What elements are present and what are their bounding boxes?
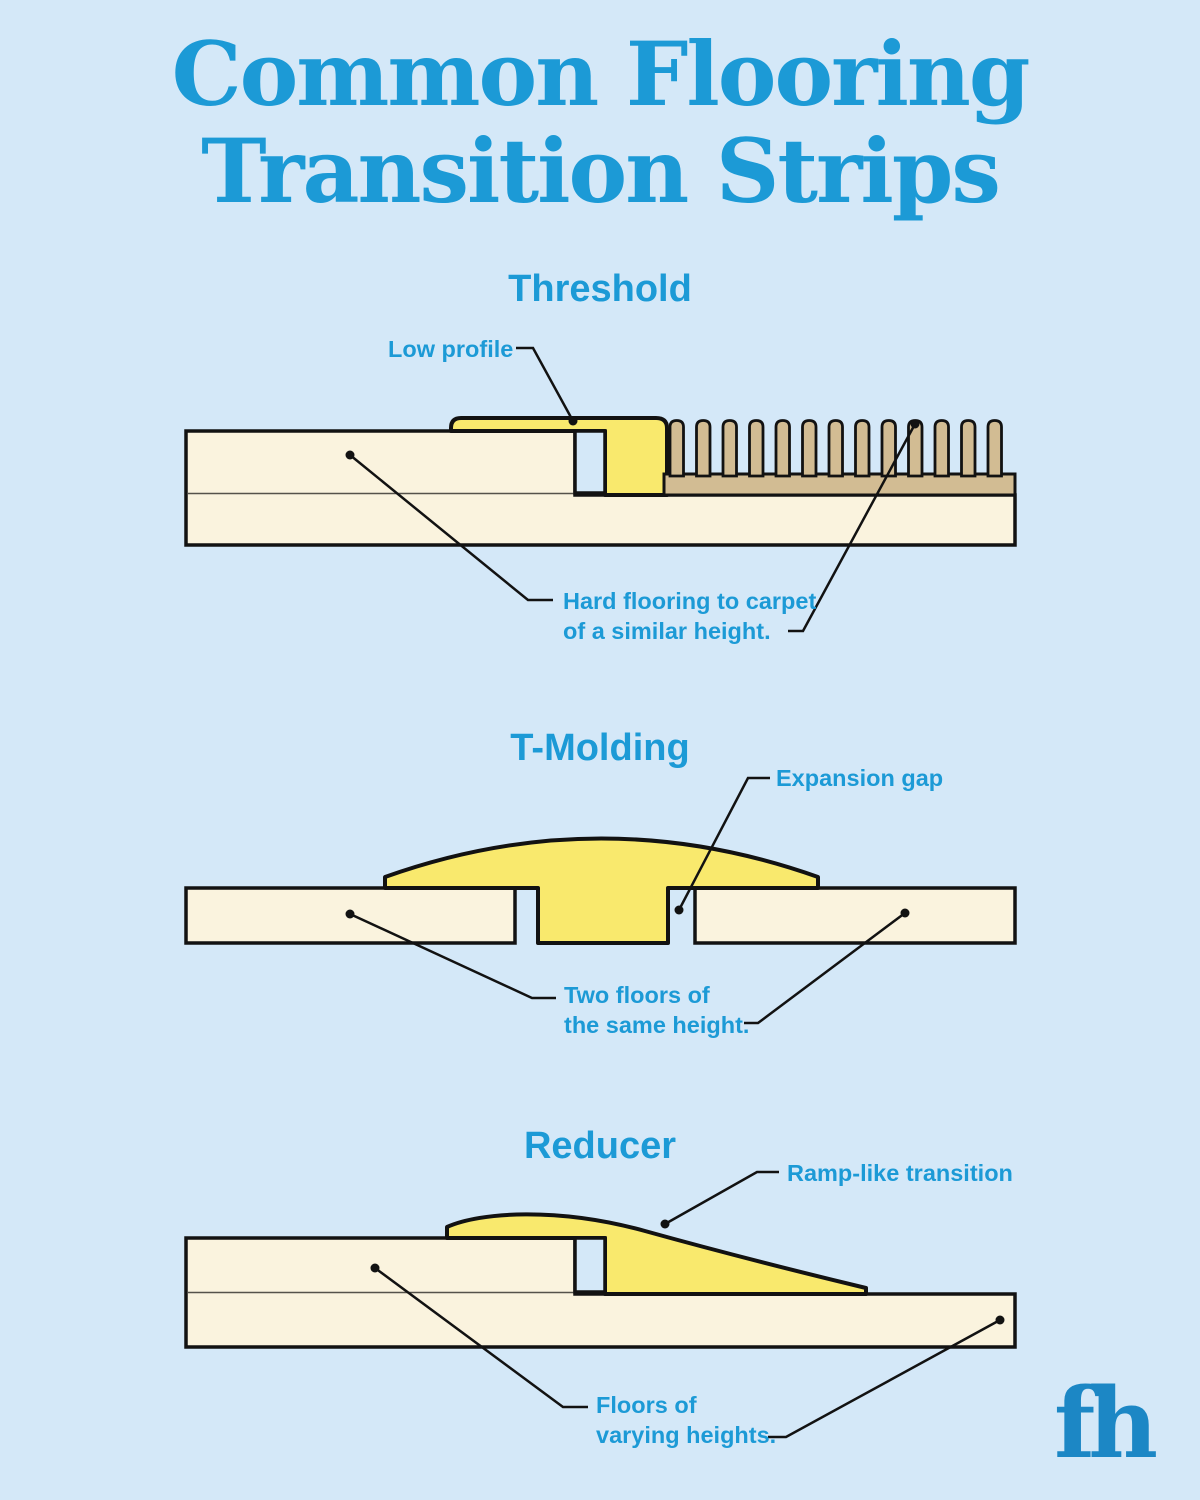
- fh-brand-logo: fh: [1054, 1367, 1158, 1480]
- callout-two-floors: Two floors of the same height.: [564, 980, 749, 1040]
- leader-low-profile: [516, 346, 578, 426]
- carpet-tuft: [960, 419, 977, 478]
- t-molding-diagram: [184, 836, 1017, 945]
- threshold-expansion-gap: [573, 429, 607, 495]
- page-title-line2: Transition Strips: [201, 119, 1001, 223]
- callout-hard-flooring-line1: Hard flooring to carpet: [563, 588, 817, 614]
- leader-hard-flooring-left: [345, 450, 553, 602]
- carpet-tuft: [748, 419, 765, 478]
- section-title-reducer: Reducer: [523, 1125, 677, 1167]
- carpet-tuft: [933, 419, 950, 478]
- callout-two-floors-line1: Two floors of: [564, 982, 710, 1008]
- callout-low-profile: Low profile: [388, 336, 514, 362]
- leader-lines: [345, 346, 1005, 1439]
- leader-floors-right: [768, 1315, 1005, 1439]
- carpet-tuft: [774, 419, 791, 478]
- page-title-line1: Common Flooring: [171, 22, 1031, 126]
- carpet-tuft: [827, 419, 844, 478]
- carpet-tuft: [986, 419, 1003, 478]
- tmolding-right-floor: [693, 886, 1017, 945]
- carpet-tuft: [880, 419, 897, 478]
- carpet-tuft: [695, 419, 712, 478]
- carpet-tufts: [668, 419, 1003, 478]
- threshold-diagram: [184, 416, 1017, 547]
- carpet-tuft: [668, 419, 685, 478]
- reducer-strip: [445, 1212, 868, 1296]
- leader-two-floors-left: [345, 909, 556, 1000]
- carpet-tuft: [854, 419, 871, 478]
- section-title-t-molding: T-Molding: [510, 727, 690, 769]
- carpet-tuft: [907, 419, 924, 478]
- callout-ramp-transition: Ramp-like transition: [787, 1160, 1013, 1186]
- callout-expansion-gap: Expansion gap: [776, 765, 944, 791]
- page-title: Common Flooring Transition Strips: [0, 26, 1200, 220]
- reducer-diagram: [184, 1212, 1017, 1349]
- leader-expansion-gap: [674, 776, 770, 915]
- carpet-tuft: [721, 419, 738, 478]
- threshold-strip: [449, 416, 669, 497]
- tmolding-strip: [383, 836, 820, 945]
- leader-ramp: [660, 1170, 779, 1229]
- leader-two-floors-right: [744, 908, 910, 1025]
- carpet-tuft: [801, 419, 818, 478]
- callout-floors-varying: Floors of varying heights.: [596, 1390, 776, 1450]
- callout-hard-flooring: Hard flooring to carpet of a similar hei…: [563, 586, 816, 646]
- callout-two-floors-line2: the same height.: [564, 1012, 750, 1038]
- reducer-expansion-gap: [573, 1236, 607, 1294]
- section-title-threshold: Threshold: [508, 268, 692, 310]
- callout-hard-flooring-line2: of a similar height.: [563, 618, 771, 644]
- callout-floors-varying-line2: varying heights.: [596, 1422, 777, 1448]
- leader-hard-flooring-right: [788, 419, 920, 633]
- callout-floors-varying-line1: Floors of: [596, 1392, 697, 1418]
- leader-floors-left: [370, 1263, 588, 1409]
